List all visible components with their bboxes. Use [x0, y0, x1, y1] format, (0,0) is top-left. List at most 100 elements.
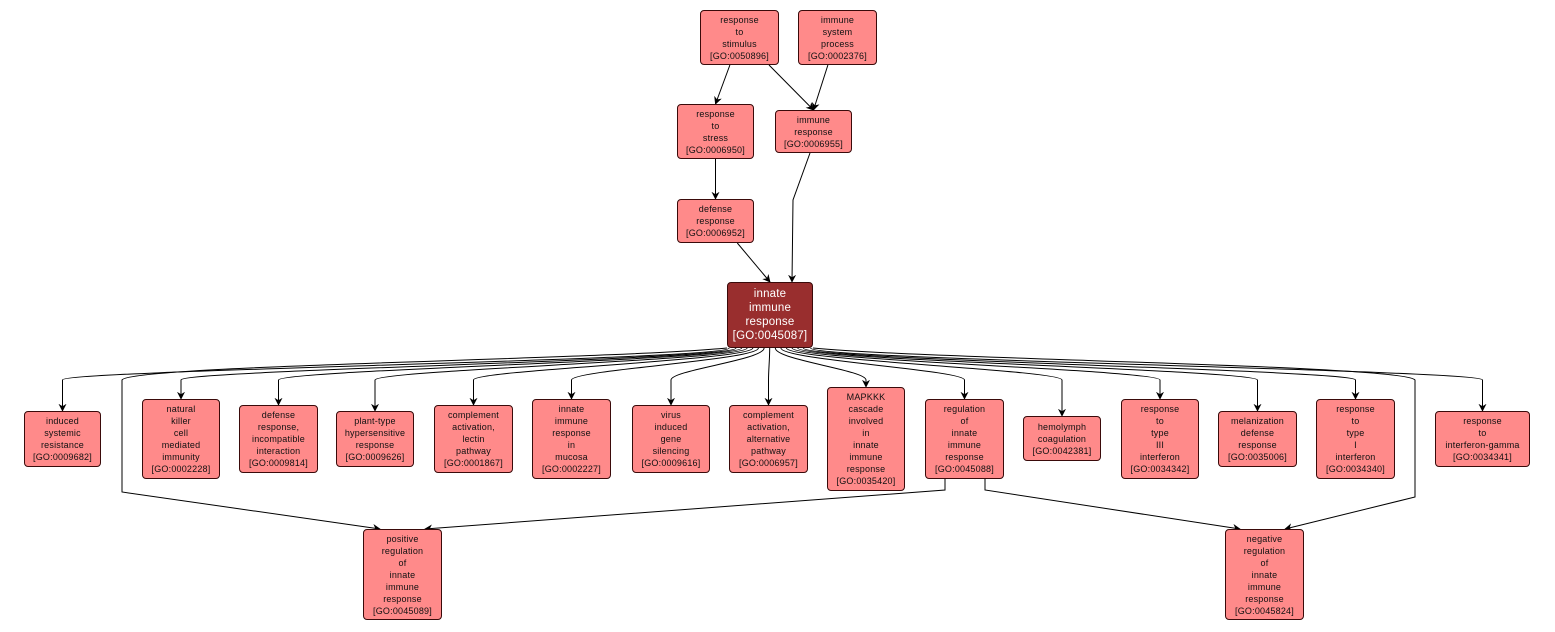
term-label-line: response: [794, 126, 833, 137]
is-a-edge: [177, 347, 737, 400]
is-a-edge: [121, 347, 728, 532]
is-a-edge: [736, 242, 771, 283]
term-label-line: response: [945, 452, 984, 462]
term-label-line: pathway: [751, 446, 786, 456]
term-id: [GO:0045089]: [373, 605, 432, 616]
term-id: [GO:0034340]: [1326, 464, 1385, 474]
term-label-line: mediated: [161, 440, 201, 450]
term-id: [GO:0002228]: [151, 464, 211, 474]
term-label-line: incompatible: [252, 434, 305, 444]
go-term-node[interactable]: response to interferon-gamma [GO:0034341]: [1435, 411, 1530, 467]
is-a-edge: [667, 347, 765, 406]
term-label-line: negative: [1246, 533, 1283, 544]
term-label-line: mucosa: [555, 452, 588, 462]
term-label-line: defense: [698, 204, 733, 214]
term-label-line: natural: [166, 404, 196, 414]
is-a-edge: [984, 479, 1241, 532]
term-label-line: melanization: [1231, 416, 1284, 426]
term-id: [GO:0002376]: [808, 50, 867, 61]
term-id: [GO:0006950]: [686, 144, 745, 155]
term-label-line: response: [745, 316, 795, 328]
is-a-edge: [714, 64, 731, 105]
term-label-line: to: [1156, 416, 1164, 426]
is-a-edge: [764, 347, 773, 406]
is-a-edge: [788, 152, 811, 283]
is-a-edge: [567, 347, 759, 400]
term-label-line: response: [846, 464, 886, 474]
term-label-line: interferon: [1139, 452, 1181, 462]
term-label-line: silencing: [652, 446, 690, 456]
term-label-line: immune: [554, 416, 589, 426]
term-label-line: to: [1478, 428, 1487, 438]
term-id: [GO:0009626]: [345, 452, 405, 462]
term-label-line: hemolymph: [1037, 421, 1087, 432]
term-label-line: activation,: [747, 422, 790, 432]
term-label-line: to: [711, 120, 720, 131]
term-id: [GO:0006955]: [784, 138, 843, 149]
term-id: [GO:0050896]: [710, 50, 769, 61]
term-label-line: immune: [748, 302, 792, 314]
term-id: [GO:0009814]: [249, 458, 308, 468]
term-label-line: complement: [742, 410, 795, 420]
is-a-edge: [812, 347, 1416, 532]
term-label-line: of: [960, 416, 969, 426]
term-id: [GO:0034342]: [1130, 464, 1190, 474]
term-label-line: to: [1351, 416, 1360, 426]
term-label-line: of: [1260, 557, 1269, 568]
term-label-line: regulation: [1243, 545, 1286, 556]
term-label-line: of: [398, 557, 407, 568]
is-a-edge: [774, 347, 870, 388]
term-label-line: response: [355, 440, 395, 450]
term-id: [GO:0001867]: [444, 458, 503, 468]
term-label-line: systemic: [44, 428, 81, 438]
term-label-line: stimulus: [722, 38, 757, 49]
term-label-line: complement: [447, 410, 500, 420]
term-id: [GO:0006952]: [686, 228, 745, 238]
term-label-line: hypersensitive: [344, 428, 406, 438]
is-a-edge: [424, 479, 946, 533]
term-label-line: system: [822, 26, 853, 37]
term-label-line: killer: [171, 416, 191, 426]
term-label-line: response: [1140, 404, 1180, 414]
term-label-line: response: [1463, 416, 1502, 426]
is-a-edge: [780, 347, 969, 400]
term-label-line: response,: [257, 422, 300, 432]
term-id: [GO:0045088]: [935, 464, 994, 474]
term-label-line: interferon-gamma: [1445, 440, 1520, 450]
term-label-line: immune: [796, 114, 831, 125]
term-label-line: regulation: [943, 404, 986, 414]
term-id: [GO:0045824]: [1235, 605, 1294, 616]
term-id: [GO:0035420]: [836, 476, 896, 486]
term-label-line: type: [1151, 428, 1169, 438]
term-label-line: innate: [1251, 569, 1278, 580]
is-a-edge: [469, 347, 754, 406]
term-label-line: innate: [558, 404, 585, 414]
term-id: [GO:0034341]: [1453, 452, 1512, 462]
term-label-line: immune: [385, 581, 420, 592]
term-label-line: involved: [848, 416, 884, 426]
term-label-line: III: [1155, 440, 1165, 450]
